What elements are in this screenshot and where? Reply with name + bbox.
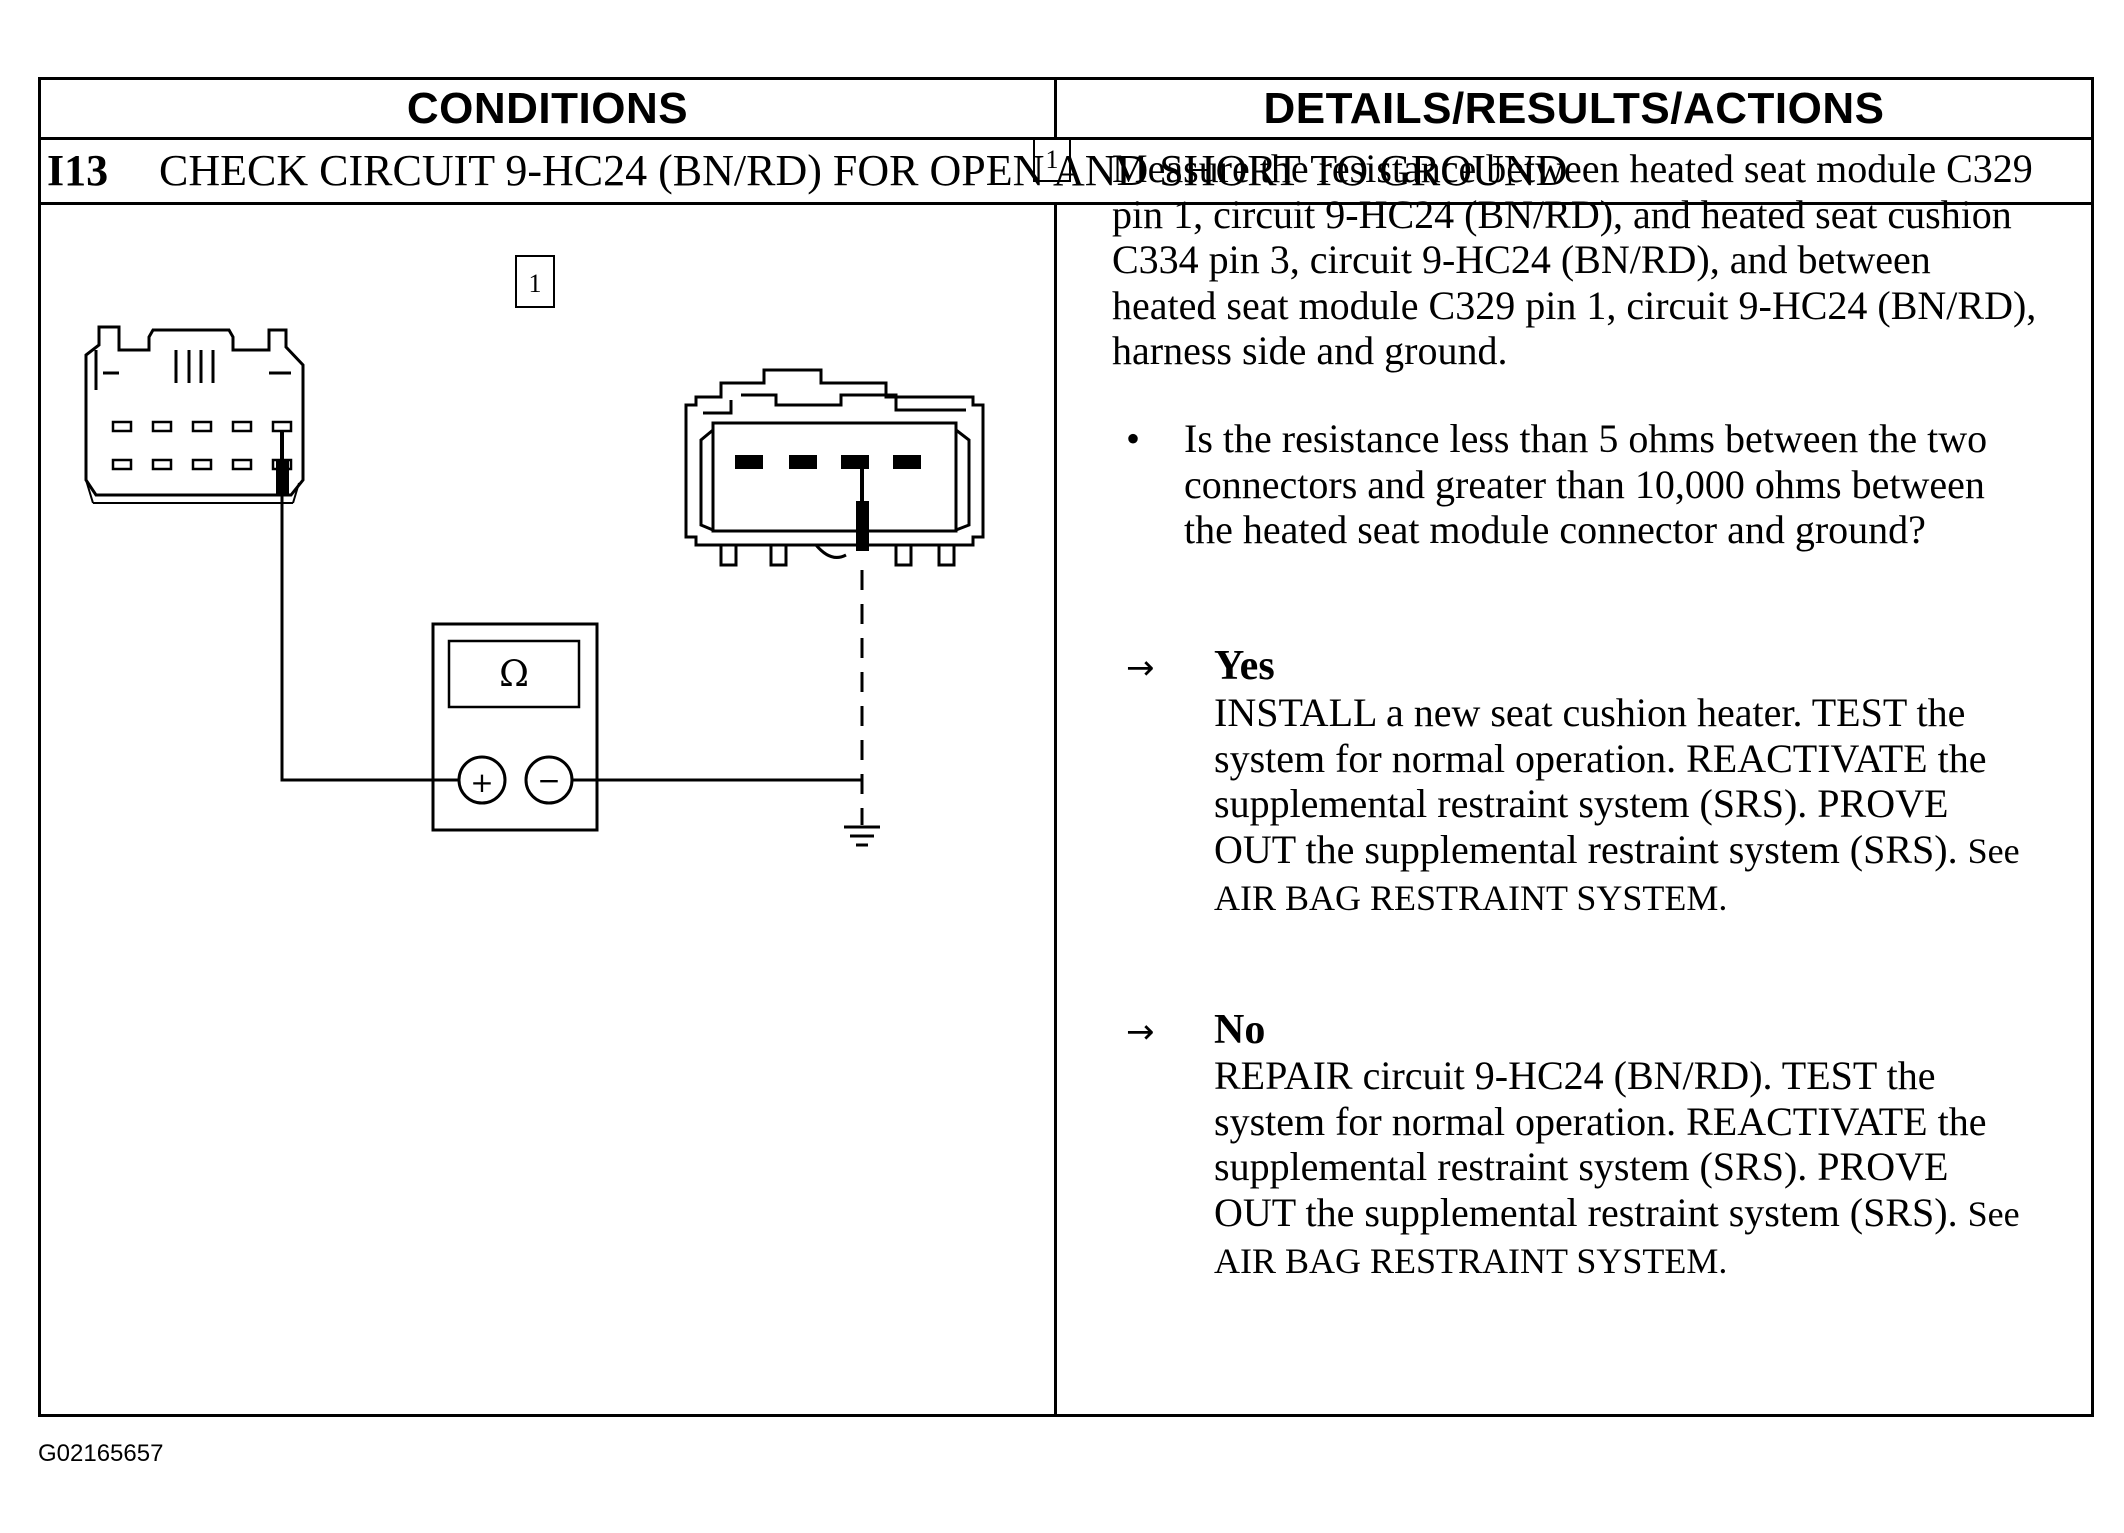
yes-action: INSTALL a new seat cushion heater. TEST …	[1214, 690, 2034, 922]
no-label: No	[1214, 1007, 1266, 1053]
table-header: CONDITIONS DETAILS/RESULTS/ACTIONS	[41, 80, 2091, 140]
test-title-row: I13 CHECK CIRCUIT 9-HC24 (BN/RD) FOR OPE…	[41, 140, 2091, 205]
procedure-table: CONDITIONS DETAILS/RESULTS/ACTIONS I13 C…	[38, 77, 2094, 1417]
step-number-box: 1	[1033, 138, 1071, 182]
no-reference: See AIR BAG RESTRAINT SYSTEM.	[1214, 1193, 2020, 1282]
diagram-svg: 1	[84, 255, 985, 847]
details-header: DETAILS/RESULTS/ACTIONS	[1263, 83, 1885, 133]
yes-action-text: INSTALL a new seat cushion heater. TEST …	[1214, 690, 1987, 872]
test-code: I13	[47, 146, 109, 195]
connector-c334-icon	[684, 368, 985, 567]
diagram-step-label: 1	[529, 269, 542, 298]
ohmmeter-icon: Ω + −	[431, 622, 599, 832]
no-action: REPAIR circuit 9-HC24 (BN/RD). TEST the …	[1214, 1053, 2034, 1285]
no-arrow-icon: →	[1126, 1012, 1155, 1052]
yes-label: Yes	[1214, 643, 1275, 689]
measure-instruction: Measure the resistance between heated se…	[1112, 146, 2037, 373]
c334-pins	[735, 455, 921, 469]
test-leads	[280, 495, 862, 782]
yes-reference: See AIR BAG RESTRAINT SYSTEM.	[1214, 830, 2020, 919]
ground-icon	[844, 825, 880, 847]
no-action-text: REPAIR circuit 9-HC24 (BN/RD). TEST the …	[1214, 1053, 1987, 1235]
figure-id: G02165657	[38, 1440, 164, 1467]
yes-arrow-icon: →	[1126, 648, 1155, 688]
diagram-step-box: 1	[515, 255, 555, 308]
minus-label: −	[537, 764, 560, 797]
plus-label: +	[470, 766, 493, 799]
wiring-diagram: 1	[41, 205, 1054, 1417]
ohm-symbol: Ω	[499, 654, 529, 695]
column-divider	[1054, 205, 1057, 1417]
header-divider	[1054, 80, 1057, 137]
bullet-icon: •	[1126, 416, 1141, 461]
resistance-question: Is the resistance less than 5 ohms betwe…	[1184, 416, 1988, 552]
connector-c329-icon	[84, 325, 305, 504]
probe-c329-icon	[276, 431, 289, 495]
conditions-header: CONDITIONS	[406, 83, 689, 133]
test-title: CHECK CIRCUIT 9-HC24 (BN/RD) FOR OPEN AN…	[159, 146, 1568, 195]
probe-c334-icon	[856, 469, 869, 551]
